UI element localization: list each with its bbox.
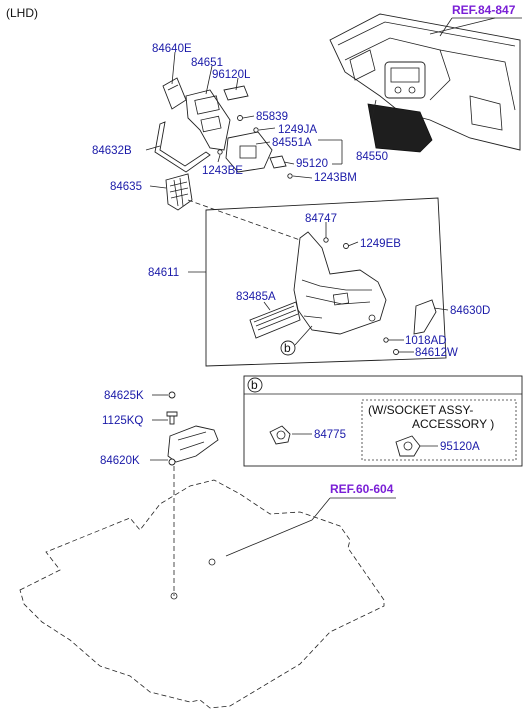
label-84747[interactable]: 84747 bbox=[305, 213, 337, 225]
detail-b-box bbox=[243, 375, 523, 467]
label-84611[interactable]: 84611 bbox=[148, 267, 179, 279]
ref-dashboard-link[interactable]: REF.84-847 bbox=[452, 3, 516, 17]
label-1243BE[interactable]: 1243BE bbox=[202, 165, 243, 177]
callout-b-marker[interactable] bbox=[280, 340, 296, 356]
variant-label: (LHD) bbox=[6, 6, 38, 20]
label-84632B[interactable]: 84632B bbox=[92, 145, 132, 157]
bolt-1125KQ bbox=[166, 411, 178, 425]
label-83485A[interactable]: 83485A bbox=[236, 291, 276, 303]
floor-panel bbox=[19, 479, 385, 709]
bracket-84620K bbox=[167, 425, 219, 466]
center-fascia-parts bbox=[154, 77, 293, 211]
dashboard-illustration bbox=[329, 13, 521, 153]
label-1243BM[interactable]: 1243BM bbox=[314, 172, 357, 184]
label-1249JA[interactable]: 1249JA bbox=[278, 124, 317, 136]
label-84775[interactable]: 84775 bbox=[314, 429, 346, 441]
label-85839[interactable]: 85839 bbox=[256, 111, 288, 123]
detail-note-line1: (W/SOCKET ASSY- bbox=[368, 403, 473, 417]
label-95120[interactable]: 95120 bbox=[296, 158, 328, 170]
detail-note-line2: ACCESSORY ) bbox=[412, 417, 494, 431]
label-1249EB[interactable]: 1249EB bbox=[360, 238, 401, 250]
label-84612W[interactable]: 84612W bbox=[415, 347, 458, 359]
svg-text:b: b bbox=[284, 341, 291, 355]
storage-tray bbox=[249, 301, 301, 339]
label-84651[interactable]: 84651 bbox=[191, 57, 223, 69]
socket-84775 bbox=[269, 425, 291, 445]
side-cover bbox=[413, 299, 437, 335]
label-84630D[interactable]: 84630D bbox=[450, 305, 490, 317]
cap-84625K bbox=[168, 391, 176, 399]
label-96120L[interactable]: 96120L bbox=[212, 69, 251, 81]
console-panel bbox=[293, 231, 387, 335]
detail-b-marker bbox=[247, 377, 263, 393]
ref-floor-link[interactable]: REF.60-604 bbox=[330, 482, 394, 496]
label-84620K[interactable]: 84620K bbox=[100, 455, 140, 467]
socket-95120A bbox=[395, 435, 421, 457]
label-84635[interactable]: 84635 bbox=[110, 181, 142, 193]
label-1125KQ[interactable]: 1125KQ bbox=[102, 415, 143, 427]
svg-text:b: b bbox=[251, 378, 258, 392]
label-84640E[interactable]: 84640E bbox=[152, 43, 192, 55]
label-84550[interactable]: 84550 bbox=[356, 151, 388, 163]
label-1018AD[interactable]: 1018AD bbox=[405, 335, 447, 347]
label-84625K[interactable]: 84625K bbox=[104, 390, 144, 402]
label-95120A[interactable]: 95120A bbox=[440, 441, 480, 453]
label-84551A[interactable]: 84551A bbox=[272, 137, 312, 149]
